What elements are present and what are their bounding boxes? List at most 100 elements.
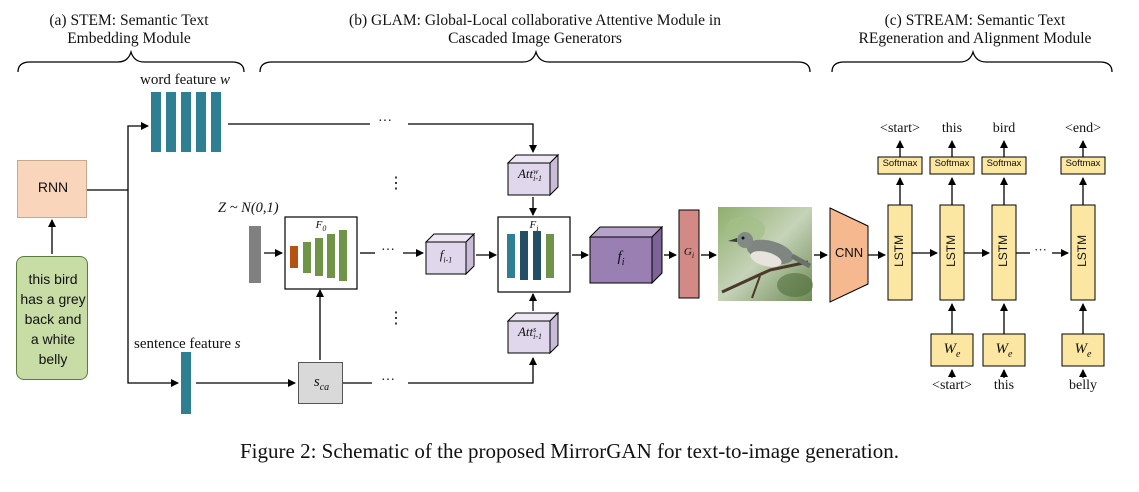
fi-symbol: F [529,219,537,231]
caption-line-4: a white [30,331,76,347]
stream-heading-line2: REgeneration and Alignment Module [858,29,1092,47]
output-word-4: <end> [1064,121,1101,136]
we-symbol-2: W [995,341,1009,357]
softmax-label-4: Softmax [1065,158,1101,169]
gi-sub: i [691,251,695,261]
sentence-feature-bar [181,352,191,414]
gi-symbol: G [683,246,692,258]
we-symbol-3: W [1074,341,1088,357]
stream-heading: (c) STREAM: Semantic Text REgeneration a… [830,12,1120,48]
gi-block [678,209,700,299]
lstm-label-2: LSTM [944,234,959,267]
we-label-2: We [983,341,1025,361]
attw-box [506,153,560,197]
stem-heading: (a) STEM: Semantic Text Embedding Module [14,12,244,48]
fcur-sub: i [621,257,625,268]
we-sub-3: e [1087,349,1092,360]
lstm-column-3 [981,140,1027,378]
f0-sub: 0 [322,224,327,234]
f0-symbol: F [315,219,323,231]
word-feature-label: word feature w [140,72,230,89]
dots-word-row: ··· [378,114,392,129]
lstm-label-1: LSTM [892,234,907,267]
we-symbol-1: W [943,341,957,357]
glam-heading: (b) GLAM: Global-Local collaborative Att… [270,12,800,48]
glam-heading-line1: (b) GLAM: Global-Local collaborative Att… [349,12,721,29]
caption-line-2: has a grey [20,291,86,307]
rnn-to-word-arrow [127,122,149,190]
noise-label: Z ~ N(0,1) [218,200,279,216]
sentence-feature-text: sentence feature [134,336,232,352]
softmax-label-2: Softmax [934,158,970,169]
f0-label: F0 [305,219,337,233]
stream-brace [831,49,1113,73]
fcur-box [588,225,664,285]
sca-box: sca [298,362,343,404]
input-word-2: this [993,378,1015,393]
output-word-2: this [941,121,963,136]
attw-sub: i-1 [533,174,543,184]
fcur-symbol: f [617,249,622,265]
caption-box: this bird has a grey back and a white be… [16,256,88,380]
we-sub-2: e [1008,349,1013,360]
fi-label: Fi [518,219,550,233]
fcur-label: fi [590,249,652,269]
sca-label: sca [299,374,344,394]
fi-bars [507,231,554,280]
lstm-column-1 [877,140,923,301]
atts-symbol: Att [517,324,534,339]
cnn-block [829,207,869,303]
stem-heading-line1: (a) STEM: Semantic Text [49,12,209,29]
sentence-feature-label: sentence feature s [134,336,241,353]
atts-box [506,311,560,355]
lstm-dots: ··· [1034,242,1047,257]
word-feature-text: word feature [140,72,217,88]
caption-line-1: this bird [28,271,78,287]
we-label-3: We [1062,341,1104,361]
rnn-label: RNN [37,179,69,195]
lstm-column-4 [1060,140,1106,378]
gi-label: Gi [679,246,699,260]
glam-heading-line2: Cascaded Image Generators [448,29,622,47]
rnn-box: RNN [17,160,87,218]
fprev-label: fi-1 [426,247,466,265]
input-word-1: <start> [932,378,972,393]
dots-sca-row: ··· [381,373,395,388]
stem-heading-line2: Embedding Module [67,29,191,47]
we-label-1: We [931,341,973,361]
output-word-1: <start> [880,121,920,136]
rnn-to-sentence-arrow [127,190,179,387]
caption-line-5: belly [38,351,68,367]
input-word-3: belly [1069,378,1097,393]
atts-sup: s [533,324,537,334]
cnn-label: CNN [835,245,864,260]
fprev-sub: i-1 [443,255,453,265]
f0-bars [290,230,347,281]
fi-sub: i [536,224,539,234]
sca-sub: ca [319,382,330,393]
attw-sup: w [533,166,539,176]
noise-block [249,226,261,283]
fprev-box [424,232,476,276]
stem-brace [17,49,245,73]
sca-symbol: s [313,374,320,390]
stream-heading-line1: (c) STREAM: Semantic Text [884,12,1066,29]
fprev-symbol: f [439,247,444,262]
glam-brace [259,49,811,73]
softmax-label-3: Softmax [986,158,1022,169]
atts-sub: i-1 [533,332,543,342]
lstm-column-2 [929,140,975,378]
caption-line-3: back and [24,311,82,327]
we-sub-1: e [956,349,961,360]
attw-symbol: Att [517,166,534,181]
vdots-lower: ⋮ [388,310,404,327]
sentence-feature-symbol: s [234,336,241,352]
vdots-upper: ⋮ [388,175,404,192]
word-feature-symbol: w [219,72,230,88]
output-word-3: bird [992,121,1016,136]
lstm-label-4: LSTM [1075,234,1090,267]
dots-f0-row: ··· [381,243,395,258]
figure-caption: Figure 2: Schematic of the proposed Mirr… [240,439,899,463]
